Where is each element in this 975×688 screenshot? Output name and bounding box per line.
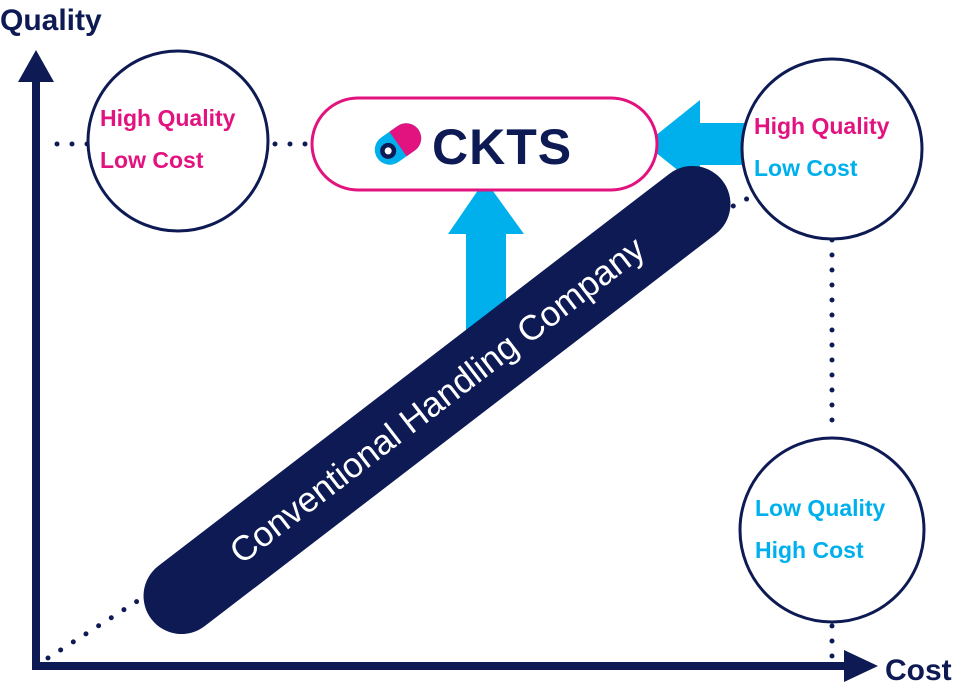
x-axis-arrow: [844, 650, 878, 682]
y-axis-label: Quality: [0, 4, 102, 37]
circle-top-left-line1: High Quality: [100, 105, 236, 131]
circle-bottom-right-line2: High Cost: [755, 537, 864, 563]
circle-top-right: High Quality Low Cost: [740, 57, 924, 241]
guide-diagonal-bottom: [45, 585, 161, 661]
y-axis-arrow: [18, 50, 54, 82]
x-axis-label: Cost: [885, 654, 952, 687]
circle-top-right-line2: Low Cost: [754, 155, 858, 181]
circle-top-left-line2: Low Cost: [100, 147, 204, 173]
circle-top-right-line1: High Quality: [754, 113, 890, 139]
axes: Quality Cost: [0, 4, 952, 687]
ckts-brand-box: CKTS: [310, 96, 659, 192]
left-arrow: [645, 100, 748, 188]
circle-top-left: High Quality Low Cost: [86, 49, 270, 233]
ckts-logo-icon: [374, 123, 422, 165]
dotted-guides: [45, 141, 835, 661]
brand-name: CKTS: [432, 119, 572, 175]
circle-bottom-right-line1: Low Quality: [755, 495, 886, 521]
banner-label: Conventional Handling Company: [222, 229, 652, 572]
conventional-banner: Conventional Handling Company: [143, 165, 731, 635]
circle-bottom-right: Low Quality High Cost: [738, 436, 926, 624]
